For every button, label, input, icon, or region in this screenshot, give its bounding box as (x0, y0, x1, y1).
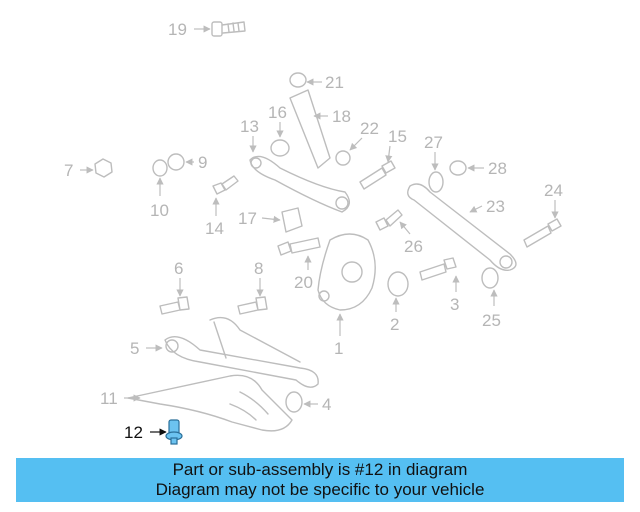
callout-6: 6 (174, 259, 183, 278)
bolt-15-part (359, 160, 396, 190)
callout-26: 26 (404, 237, 423, 256)
control-arm-5-part (164, 336, 319, 388)
callout-20: 20 (294, 273, 313, 292)
callout-8: 8 (254, 259, 263, 278)
arm-23-part (407, 183, 517, 271)
callout-25: 25 (482, 311, 501, 330)
bolt-12-highlighted-part (165, 419, 183, 445)
callout-5: 5 (130, 339, 139, 358)
callout-13: 13 (240, 117, 259, 136)
callout-18: 18 (332, 107, 351, 126)
callout-23: 23 (486, 197, 505, 216)
bolt-14-part (212, 175, 239, 195)
callout-3: 3 (450, 295, 459, 314)
callout-1: 1 (334, 339, 343, 358)
banner-line-1: Part or sub-assembly is #12 in diagram (172, 460, 468, 479)
callout-16: 16 (268, 103, 287, 122)
callout-12: 12 (124, 423, 143, 442)
bushing-2-part (387, 271, 409, 297)
callout-28: 28 (488, 159, 507, 178)
nut-28-part (449, 160, 467, 176)
ring-9-part (167, 153, 185, 171)
callout-7: 7 (64, 161, 73, 180)
callout-17: 17 (238, 209, 257, 228)
knuckle-1-part (317, 233, 376, 311)
bracket-17-part (281, 207, 303, 233)
bushing-25-part (481, 267, 499, 289)
callout-19: 19 (168, 20, 187, 39)
callout-4: 4 (322, 395, 331, 414)
callout-24: 24 (544, 181, 563, 200)
bushing-16-part (270, 139, 290, 157)
bolt-3-part (419, 257, 457, 281)
shield-11-part (127, 374, 293, 432)
nut-21-part (289, 72, 307, 88)
callout-21: 21 (325, 73, 344, 92)
bolt-26-part (375, 209, 403, 231)
banner-line-2: Diagram may not be specific to your vehi… (155, 480, 485, 499)
callout-9: 9 (198, 153, 207, 172)
bolt-8-part (237, 296, 268, 315)
nut-10-part (152, 159, 168, 177)
bolt-19-part (211, 21, 246, 37)
ring-27-part (428, 171, 444, 193)
callout-15: 15 (388, 127, 407, 146)
callout-10: 10 (150, 201, 169, 220)
control-arm-13-part (249, 155, 350, 213)
info-banner: Part or sub-assembly is #12 in diagram D… (16, 458, 624, 502)
bolt-6-part (159, 296, 190, 315)
bushing-4-part (285, 391, 303, 413)
bolt-20-part (277, 237, 321, 256)
nut-22-part (335, 150, 351, 166)
callout-14: 14 (205, 219, 224, 238)
link-18-part (289, 89, 331, 169)
nut-7-part (94, 158, 113, 178)
callout-11: 11 (100, 389, 118, 408)
bolt-24-part (523, 218, 562, 248)
callout-2: 2 (390, 315, 399, 334)
callout-22: 22 (360, 119, 379, 138)
callout-27: 27 (424, 133, 443, 152)
